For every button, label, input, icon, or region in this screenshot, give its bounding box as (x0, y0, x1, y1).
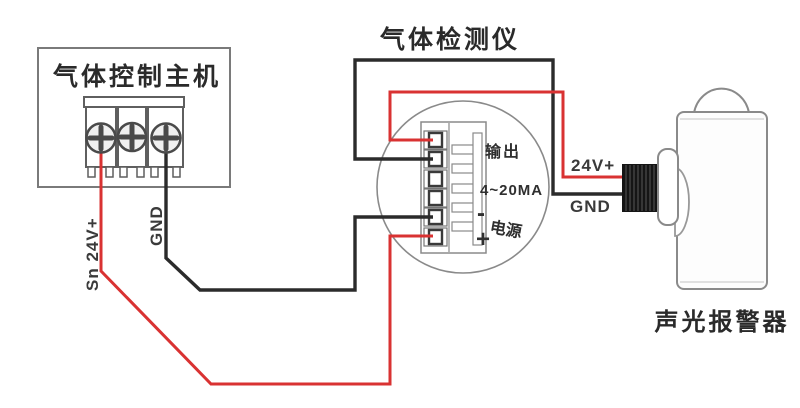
detector-plus-label: + (476, 226, 490, 253)
host-wire-label-gnd: GND (147, 205, 166, 246)
detector-range-label: 4~20MA (480, 182, 543, 199)
screw-terminal-1 (85, 122, 117, 154)
alarm-title: 声光报警器 (654, 308, 790, 336)
host-wire-label-24v: Sn 24V+ (83, 217, 102, 291)
alarm-body (676, 111, 768, 290)
screw-terminal-3 (150, 122, 182, 154)
terminal-top-bar (83, 96, 185, 108)
gas-detector: 气体检测仪 输出 (376, 25, 550, 274)
detector-power-label: 电源 (489, 217, 524, 241)
host-title: 气体控制主机 (52, 62, 221, 91)
screw-terminal-2 (116, 121, 148, 153)
gas-control-host: 气体控制主机 (37, 47, 231, 188)
wire-detector-to-alarm-24v (388, 90, 626, 179)
gland-nut (657, 148, 679, 226)
terminal-cells (423, 130, 448, 247)
detector-output-label: 输出 (485, 142, 521, 161)
terminal-comb (451, 132, 483, 246)
alarm-dome (693, 87, 750, 114)
detector-circle (376, 100, 550, 274)
wire-detector-to-alarm-gnd (353, 58, 626, 196)
wires (99, 58, 626, 386)
detector-title: 气体检测仪 (379, 25, 520, 54)
wire-host-24v-to-detector (99, 147, 433, 386)
sound-light-alarm: 声光报警器 (622, 87, 790, 336)
alarm-wire-label-24v: 24V+ (571, 156, 615, 175)
detector-minus-label: - (477, 200, 485, 227)
detector-terminal-block (420, 121, 487, 254)
terminal-contacts (427, 131, 444, 246)
alarm-wire-label-gnd: GND (570, 197, 611, 216)
host-screws (85, 121, 182, 154)
wire-host-gnd-to-detector (164, 147, 433, 292)
terminal-feet (87, 166, 181, 178)
